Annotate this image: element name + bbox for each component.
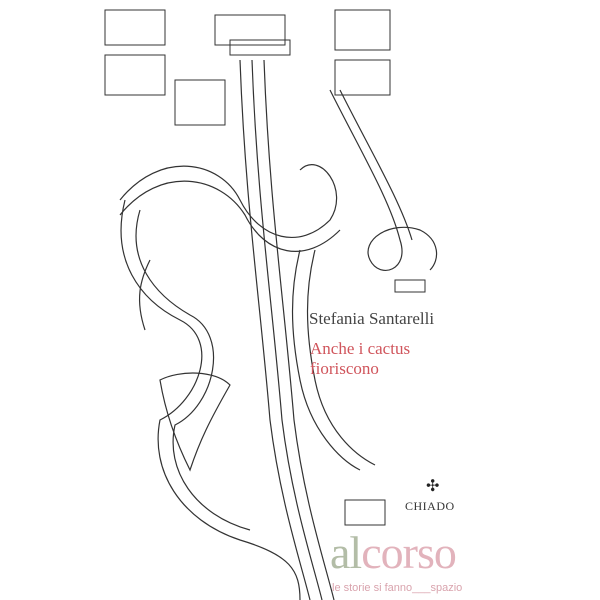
watermark-part1: al <box>330 527 362 578</box>
road-lines <box>119 59 438 600</box>
watermark-tagline: le storie si fanno___spazio <box>332 582 463 594</box>
watermark-logo: alcorso <box>330 527 457 578</box>
publisher-logo-icon: ✣ <box>426 478 440 495</box>
book-cover <box>98 0 502 600</box>
book-title: Anche i cactus fioriscono <box>310 339 410 379</box>
book-title-line1: Anche i cactus <box>310 339 411 358</box>
publisher-name: CHIADO <box>405 499 455 513</box>
watermark-part2: corso <box>361 527 457 578</box>
book-title-line2: fioriscono <box>310 359 379 378</box>
book-author: Stefania Santarelli <box>309 309 435 328</box>
sign-boxes <box>104 9 426 526</box>
